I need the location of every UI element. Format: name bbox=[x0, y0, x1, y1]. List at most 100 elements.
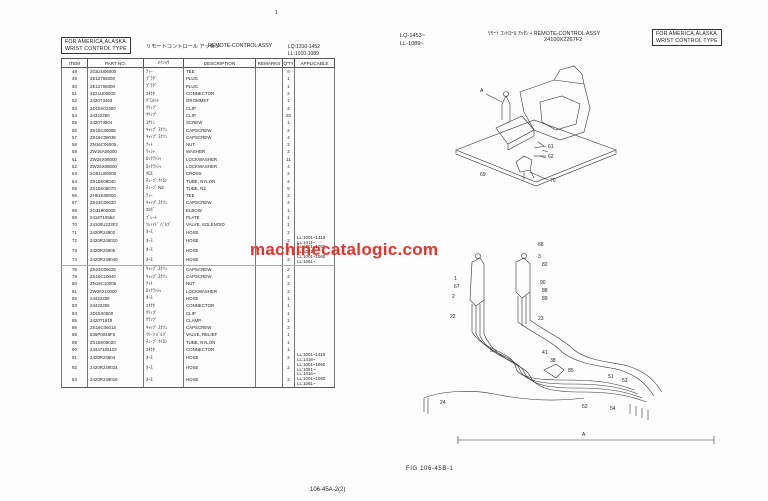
row-description: NUT bbox=[183, 140, 256, 149]
row-description: CAPSCREW bbox=[183, 126, 256, 134]
row-part-no: ZX15K08020 bbox=[87, 338, 144, 346]
row-item: 90 bbox=[61, 345, 88, 354]
row-part-no: 2420R249016 bbox=[87, 372, 144, 388]
lower-hose-assembly bbox=[423, 253, 715, 444]
row-applicable bbox=[294, 67, 335, 76]
leader-a-upper bbox=[485, 93, 503, 103]
right-assy-no: 24100X2267F2 bbox=[544, 37, 583, 43]
right-model-box-line1: FOR AMERICA,ALASKA bbox=[656, 31, 717, 37]
row-item: 84 bbox=[61, 309, 88, 317]
callout-52: 52 bbox=[582, 404, 588, 410]
row-part-no: 24422255 bbox=[87, 302, 144, 310]
row-remarks bbox=[255, 272, 283, 281]
row-remarks bbox=[255, 184, 283, 193]
joystick-right-knob bbox=[521, 253, 527, 259]
row-name-jp: ﾜｯｼｬ bbox=[143, 148, 184, 156]
row-applicable bbox=[294, 338, 335, 346]
applicable-serial: LL:1418~ bbox=[297, 356, 316, 362]
model-box-label: FOR AMERICA,ALASKA WRIST CONTROL TYPE bbox=[61, 37, 131, 55]
row-part-no: 2420R249010 bbox=[87, 235, 144, 246]
callout-5: 5 bbox=[490, 348, 493, 354]
applicable-serial: LL:1061~ bbox=[297, 380, 316, 386]
row-applicable bbox=[294, 184, 335, 193]
row-name-jp: ﾁｭｰﾌﾞ N2 bbox=[143, 184, 184, 193]
row-item: 81 bbox=[61, 287, 88, 295]
row-item: 85 bbox=[61, 316, 88, 324]
right-serial-bottom: LL-1089~ bbox=[400, 41, 424, 47]
row-name-jp: ｸﾞﾛﾒｯﾄ bbox=[143, 97, 184, 105]
row-remarks bbox=[255, 265, 283, 273]
row-remarks bbox=[255, 119, 283, 127]
row-name-jp: ﾎｰｽ bbox=[143, 245, 184, 256]
row-qty: 1 bbox=[282, 206, 295, 214]
callout-3: 3 bbox=[538, 254, 541, 260]
row-description: HOSE bbox=[183, 255, 256, 266]
applicable-serial: LL:1001~1060 bbox=[297, 245, 326, 250]
row-description: CONNECTOR bbox=[183, 345, 256, 354]
hose-route-3 bbox=[479, 335, 643, 399]
callout-a-lower: A bbox=[582, 432, 586, 438]
row-remarks bbox=[255, 126, 283, 134]
row-qty: 1 bbox=[282, 294, 295, 303]
row-qty: 4 bbox=[282, 177, 295, 185]
col-description: DESCRIPTION bbox=[183, 58, 256, 68]
row-description: CLIP bbox=[183, 111, 256, 120]
col-remarks: REMARKS bbox=[255, 58, 283, 68]
row-name-jp: ﾎｰｽ bbox=[143, 235, 184, 246]
callout-1: 1 bbox=[454, 276, 457, 282]
row-item: 89 bbox=[61, 338, 88, 346]
row-name-jp: ﾅｯﾄ bbox=[143, 280, 184, 288]
hose-lower-loop bbox=[423, 391, 585, 401]
callout-22: 22 bbox=[450, 314, 456, 320]
row-part-no: 2G31906000 bbox=[87, 206, 144, 214]
row-name-jp: ﾌﾟﾚｰﾄ bbox=[143, 213, 184, 222]
row-qty: 2 bbox=[282, 353, 295, 363]
row-part-no: 2420T3463 bbox=[87, 97, 144, 105]
row-part-no: 2420T1818 bbox=[87, 316, 144, 324]
row-part-no: ZW26X08000 bbox=[87, 162, 144, 171]
row-applicable bbox=[294, 228, 335, 236]
hose-route-4 bbox=[483, 333, 647, 403]
seat-frame bbox=[519, 79, 591, 141]
row-part-no: 2E12706000 bbox=[87, 82, 144, 90]
row-item: 74 bbox=[61, 255, 88, 266]
row-item: 91 bbox=[61, 353, 88, 363]
callout-90: 90 bbox=[540, 280, 546, 286]
col-name-jp: ﾒｲｼｮｳ bbox=[143, 58, 184, 68]
row-part-no: 2418T10562 bbox=[87, 213, 144, 222]
row-item: 72 bbox=[61, 235, 88, 246]
row-applicable bbox=[294, 155, 335, 163]
row-part-no: 24322290 bbox=[87, 111, 144, 120]
hose-fittings bbox=[629, 404, 649, 420]
row-description: SCREW bbox=[183, 119, 256, 127]
row-part-no: ZS23C06020 bbox=[87, 199, 144, 207]
row-remarks bbox=[255, 221, 283, 229]
right-serial-top: LQ-1453~ bbox=[400, 33, 426, 39]
applicable-serial: LL:1061~ bbox=[297, 249, 316, 255]
row-item: 54 bbox=[61, 111, 88, 120]
row-applicable bbox=[294, 126, 335, 134]
serial-top: LQ:1310-1452 bbox=[288, 44, 320, 50]
row-part-no: 2Z21U06000 bbox=[87, 89, 144, 98]
callout-labels: A 61 62 70 69 68 1 67 2 3 82 90 88 89 22… bbox=[440, 88, 628, 438]
row-qty: 1 bbox=[282, 221, 295, 229]
row-item: 63 bbox=[61, 170, 88, 178]
row-name-jp: ｷｬｯﾌﾟ ｽｸﾘｭ bbox=[143, 265, 184, 273]
joystick-right bbox=[515, 257, 531, 299]
callout-54: 54 bbox=[610, 406, 616, 412]
row-remarks bbox=[255, 148, 283, 156]
row-item: 92 bbox=[61, 362, 88, 373]
row-part-no: ZW16A06000 bbox=[87, 148, 144, 156]
row-name-jp: ｸﾘｯﾌﾟ bbox=[143, 309, 184, 317]
